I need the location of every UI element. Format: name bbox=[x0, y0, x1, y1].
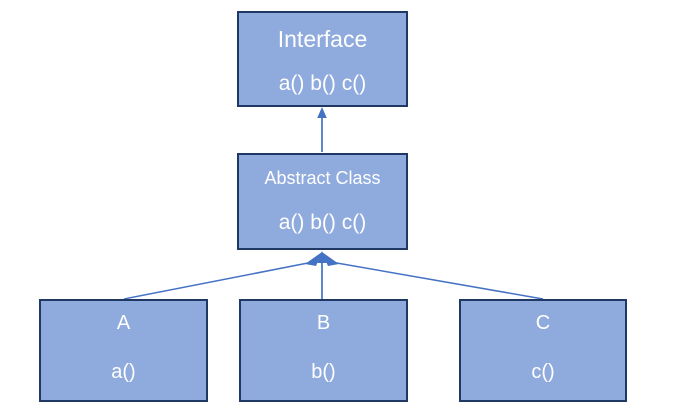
uml-box-b[interactable]: B b() bbox=[239, 299, 408, 402]
uml-box-members: c() bbox=[531, 361, 555, 383]
uml-box-title: A bbox=[116, 312, 131, 334]
arrowhead-icon bbox=[322, 252, 339, 266]
uml-box-c[interactable]: C c() bbox=[459, 299, 627, 402]
connector-c-to-abstract bbox=[322, 252, 544, 300]
uml-box-abstract-class[interactable]: Abstract Class a() b() c() bbox=[237, 153, 408, 250]
uml-box-members: b() bbox=[311, 361, 336, 383]
connector-abstract-to-interface bbox=[317, 107, 327, 152]
uml-box-title: Abstract Class bbox=[264, 168, 381, 188]
uml-box-members: a() bbox=[111, 361, 136, 383]
connector-b-to-abstract bbox=[317, 251, 327, 299]
uml-box-members: a() b() c() bbox=[278, 72, 367, 95]
uml-box-title: C bbox=[535, 312, 551, 334]
connector-line bbox=[330, 261, 544, 300]
arrowhead-icon bbox=[305, 252, 322, 266]
connector-line bbox=[123, 261, 314, 300]
uml-box-interface[interactable]: Interface a() b() c() bbox=[237, 11, 408, 107]
uml-box-title: B bbox=[316, 312, 331, 334]
connector-a-to-abstract bbox=[123, 252, 322, 300]
arrowhead-icon bbox=[317, 107, 327, 118]
arrowhead-icon bbox=[317, 251, 327, 263]
uml-box-title: Interface bbox=[277, 26, 368, 52]
uml-box-a[interactable]: A a() bbox=[39, 299, 208, 402]
uml-box-members: a() b() c() bbox=[278, 211, 367, 234]
